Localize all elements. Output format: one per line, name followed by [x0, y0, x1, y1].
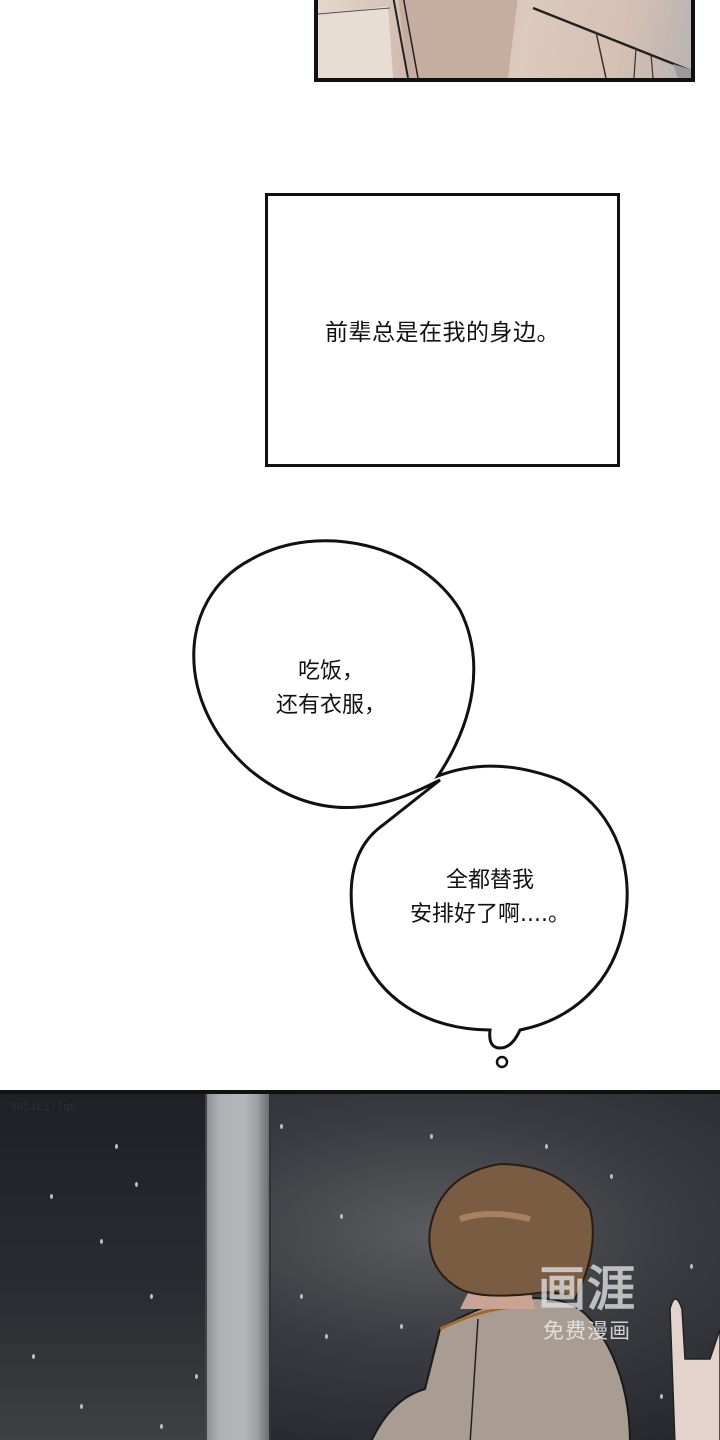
bubble-outline	[192, 539, 629, 1050]
watermark-code: 8U5iE17Tq0	[10, 1100, 77, 1113]
narration-box: 前辈总是在我的身边。	[265, 193, 620, 467]
clothing-artwork	[318, 0, 691, 78]
watermark-subtitle: 免费漫画	[543, 1319, 631, 1343]
bubble2-text: 全都替我 安排好了啊....。	[410, 868, 570, 927]
bottom-art-panel: 8U5iE17Tq0 画涯 免费漫画	[0, 1090, 720, 1440]
window-left-pane	[0, 1094, 205, 1440]
thought-dot-icon	[495, 1055, 509, 1069]
thought-bubbles	[192, 539, 629, 1069]
top-art-panel	[314, 0, 695, 82]
bubble1-text: 吃饭， 还有衣服，	[275, 659, 386, 718]
narration-text: 前辈总是在我的身边。	[325, 320, 560, 346]
character-figure	[370, 1162, 720, 1440]
watermark-logo: 画涯	[538, 1261, 637, 1317]
window-frame	[205, 1094, 271, 1440]
